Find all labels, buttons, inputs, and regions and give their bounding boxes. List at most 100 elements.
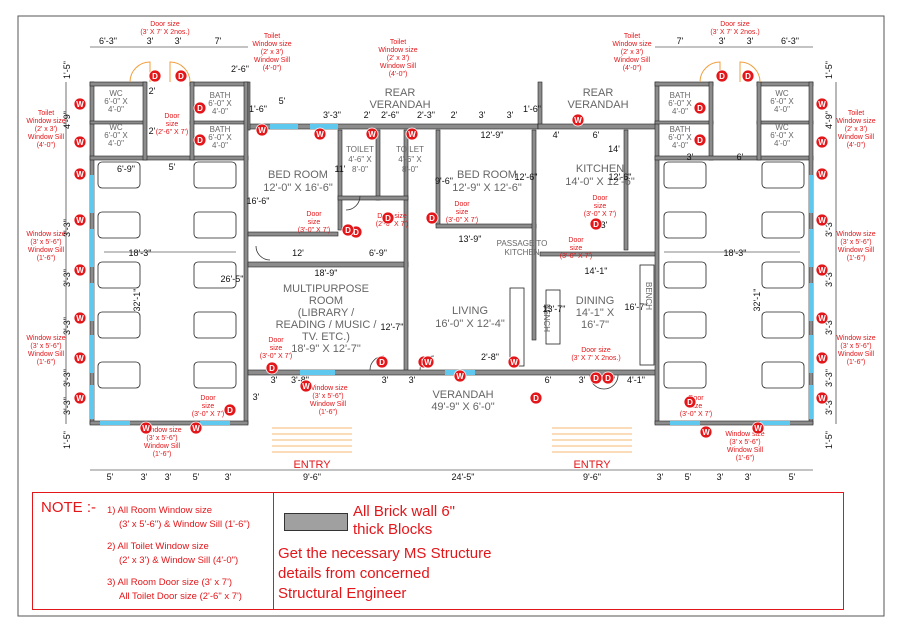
dim-misc-18: 16'-6" [247, 196, 270, 206]
toilet-window-top-center-line-1: Window size [378, 47, 417, 54]
window-marker-2: W [73, 167, 87, 181]
dim-misc-33: 16'-7" [625, 302, 648, 312]
multipurpose-room-label-line-3: READING / MUSIC / [276, 319, 378, 331]
svg-text:D: D [605, 374, 611, 383]
door-wing-right-line-2: (3'-0" X 7') [680, 411, 712, 418]
dim-misc-20: 9'-6" [435, 176, 453, 186]
bath-label-0-line-0: BATH [210, 91, 231, 100]
dim-misc-16: 6'-9" [117, 164, 135, 174]
toilet-2-label-line-1: 4'-6" X [398, 155, 422, 164]
door-passage-line-2: (3'-0" X 7') [560, 253, 592, 260]
wc-label-2-line-0: WC [775, 89, 789, 98]
dim-misc-11: 12'-9" [481, 130, 504, 140]
toilet-window-top-center-line-3: Window Sill [380, 63, 417, 70]
svg-text:D: D [197, 136, 203, 145]
door-passage-line-1: size [570, 245, 583, 252]
door-marker-12: D [589, 217, 603, 231]
toilet-window-top-left-line-2: (2' x 3') [261, 49, 284, 56]
svg-text:D: D [353, 228, 359, 237]
dim-misc-19: 11' [334, 164, 345, 174]
wc-label-0-line-1: 6'-0" X [104, 97, 128, 106]
svg-text:W: W [76, 216, 84, 225]
door-bed-room-1-line-0: Door [306, 211, 322, 218]
dim-misc-42: 4'-1" [627, 375, 645, 385]
dim-misc-39: 6' [545, 375, 552, 385]
door-bed-room-2-line-2: (3'-0" X 7') [446, 217, 478, 224]
svg-text:D: D [178, 72, 184, 81]
dim-misc-35: 3' [271, 375, 278, 385]
wc-label-0-line-0: WC [109, 89, 123, 98]
dim-misc-23: 12' [292, 248, 304, 258]
window-bottom-right-line-3: (1'-6") [736, 455, 755, 462]
door-marker-10: D [425, 211, 439, 225]
toilet-2-label-line-2: 8'-0" [402, 165, 418, 174]
svg-text:W: W [258, 126, 266, 135]
svg-text:W: W [316, 130, 324, 139]
living-label-line-1: 16'-0" X 12'-4" [435, 318, 505, 330]
door-marker-17: D [223, 403, 237, 417]
door-passage-line-0: Door [568, 237, 584, 244]
svg-text:W: W [818, 100, 826, 109]
window-bottom-left-line-2: Window Sill [144, 443, 181, 450]
room-window-right-1-line-1: (3' x 5'-6") [840, 239, 871, 246]
window-marker-18: W [365, 127, 379, 141]
rear-verandah-right-label-line-1: VERANDAH [567, 99, 628, 111]
toilet-window-top-center-line-4: (4'-0") [389, 71, 408, 78]
bed-room-1-label-line-0: BED ROOM [268, 169, 328, 181]
toilet-window-right-line-4: (4'-0") [847, 142, 866, 149]
toilet-1-label-line-2: 8'-0" [352, 165, 368, 174]
entry-steps [272, 427, 632, 453]
svg-text:D: D [269, 364, 275, 373]
window-marker-13: W [815, 311, 829, 325]
door-bed-room-1-line-1: size [308, 219, 321, 226]
note-2b: (2' x 3') & Window Sill (4'-0") [119, 555, 239, 566]
wc-label-1-line-1: 6'-0" X [104, 131, 128, 140]
door-label-top-right-line-1: (3' X 7' X 2nos.) [710, 29, 759, 36]
window-marker-7: W [73, 391, 87, 405]
svg-text:W: W [76, 266, 84, 275]
window-marker-26: W [421, 355, 435, 369]
window-marker-17: W [313, 127, 327, 141]
svg-text:D: D [533, 394, 539, 403]
dim-misc-2: 2' [149, 126, 156, 136]
multipurpose-room-label-line-1: ROOM [309, 295, 343, 307]
door-marker-5: D [193, 133, 207, 147]
dining-label-line-0: DINING [576, 295, 615, 307]
window-marker-27: W [507, 355, 521, 369]
dim-misc-34: 3'-8" [291, 375, 309, 385]
toilet-door-left-line-1: size [166, 121, 179, 128]
wc-label-3-line-0: WC [775, 123, 789, 132]
svg-text:W: W [818, 354, 826, 363]
dim-misc-24: 6'-9" [369, 248, 387, 258]
dim-side-right-7: 1'-5" [824, 431, 834, 449]
dim-bottom-7: 9'-6" [583, 472, 601, 482]
window-marker-14: W [815, 351, 829, 365]
bed-room-2-label-line-0: BED ROOM [457, 169, 517, 181]
toilet-2-label-line-0: TOILET [396, 145, 424, 154]
door-marker-7: D [693, 133, 707, 147]
window-verandah-line-2: Window Sill [310, 401, 347, 408]
room-window-right-2-line-3: (1'-6") [847, 359, 866, 366]
dim-overall-left: 32'-1" [132, 289, 142, 312]
window-marker-28: W [453, 369, 467, 383]
note-2a: 2) All Toilet Window size [107, 541, 209, 552]
window-marker-19: W [405, 127, 419, 141]
toilet-window-top-left-line-0: Toilet [264, 33, 280, 40]
notes-heading: NOTE :- [41, 499, 96, 516]
beds [97, 161, 805, 389]
svg-text:W: W [192, 424, 200, 433]
door-multipurpose-line-1: size [270, 345, 283, 352]
bath-label-2-line-2: 4'-0" [672, 107, 688, 116]
window-marker-3: W [73, 213, 87, 227]
rear-verandah-left-label-line-1: VERANDAH [369, 99, 430, 111]
room-window-left-1-line-2: Window Sill [28, 247, 65, 254]
window-bottom-left-line-1: (3' x 5'-6") [146, 435, 177, 442]
multipurpose-room-label-line-5: 18'-9" X 12'-7" [291, 343, 361, 355]
dim-side-right-3: 3'-3" [824, 269, 834, 287]
bed-room-2-label-line-1: 12'-9" X 12'-6" [452, 182, 522, 194]
dim-bottom-9: 5' [685, 472, 692, 482]
bed-room-1-label-line-1: 12'-0" X 16'-6" [263, 182, 333, 194]
window-verandah-line-1: (3' x 5'-6") [312, 393, 343, 400]
dim-misc-8: 2'-3" [417, 110, 435, 120]
dim-misc-4: 5' [279, 96, 286, 106]
